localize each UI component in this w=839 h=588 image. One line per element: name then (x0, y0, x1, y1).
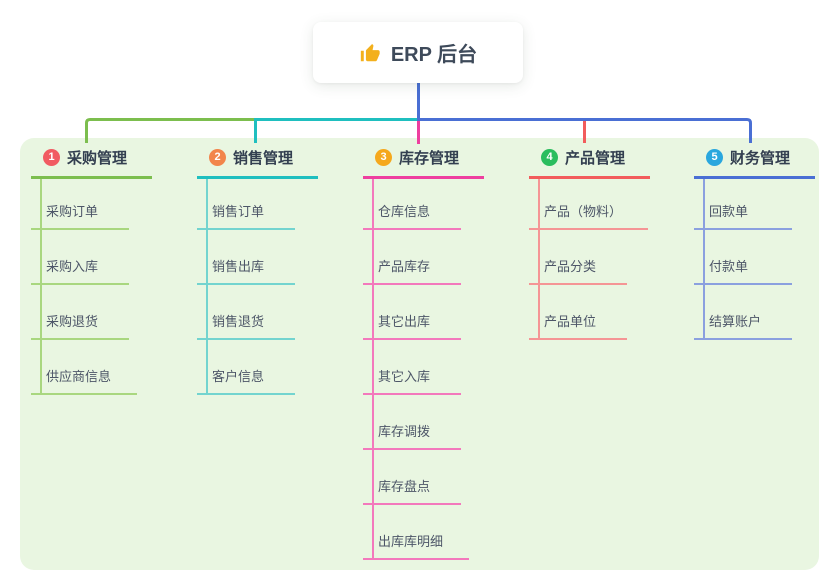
branch-title-label: 库存管理 (399, 150, 460, 167)
branch-title-node[interactable]: 4 产品管理 (529, 147, 650, 179)
branch-purchase: 1 采购管理 采购订单采购入库采购退货供应商信息 (31, 147, 152, 395)
child-row: 供应商信息 (31, 340, 152, 395)
child-node[interactable]: 采购入库 (31, 256, 129, 285)
child-row: 产品库存 (363, 230, 484, 285)
branch-number-badge: 2 (209, 149, 226, 166)
child-node[interactable]: 产品分类 (529, 256, 627, 285)
child-row: 结算账户 (694, 285, 815, 340)
child-row: 采购入库 (31, 230, 152, 285)
branch-children: 采购订单采购入库采购退货供应商信息 (31, 179, 152, 395)
child-row: 回款单 (694, 179, 815, 230)
branch-children: 销售订单销售出库销售退货客户信息 (197, 179, 318, 395)
branch-finance: 5 财务管理 回款单付款单结算账户 (694, 147, 815, 340)
branch-panel (20, 138, 819, 570)
branch-number-badge: 5 (706, 149, 723, 166)
child-node[interactable]: 销售退货 (197, 311, 295, 340)
child-node[interactable]: 付款单 (694, 256, 792, 285)
child-node[interactable]: 回款单 (694, 201, 792, 230)
child-node[interactable]: 供应商信息 (31, 366, 138, 395)
child-node[interactable]: 其它入库 (363, 366, 461, 395)
child-row: 采购退货 (31, 285, 152, 340)
branch-inventory: 3 库存管理 仓库信息产品库存其它出库其它入库库存调拨库存盘点出库库明细 (363, 147, 484, 560)
child-row: 产品分类 (529, 230, 650, 285)
child-row: 其它入库 (363, 340, 484, 395)
thumbs-up-icon (359, 42, 381, 64)
child-node[interactable]: 采购订单 (31, 201, 129, 230)
branch-connector-line (538, 179, 540, 340)
child-node[interactable]: 库存盘点 (363, 476, 461, 505)
branch-connector-line (206, 179, 208, 395)
branch-product: 4 产品管理 产品（物料） 产品分类产品单位 (529, 147, 650, 340)
branch-connector-line (40, 179, 42, 395)
child-row: 库存盘点 (363, 450, 484, 505)
child-row: 销售退货 (197, 285, 318, 340)
branch-connector-line (372, 179, 374, 560)
child-node[interactable]: 销售订单 (197, 201, 295, 230)
child-row: 销售订单 (197, 179, 318, 230)
branch-title-label: 采购管理 (67, 150, 128, 167)
child-row: 库存调拨 (363, 395, 484, 450)
child-row: 采购订单 (31, 179, 152, 230)
child-row: 客户信息 (197, 340, 318, 395)
child-node[interactable]: 客户信息 (197, 366, 295, 395)
branch-children: 产品（物料） 产品分类产品单位 (529, 179, 650, 340)
branch-title-node[interactable]: 1 采购管理 (31, 147, 152, 179)
branch-title-node[interactable]: 3 库存管理 (363, 147, 484, 179)
child-node[interactable]: 产品库存 (363, 256, 461, 285)
child-node[interactable]: 产品单位 (529, 311, 627, 340)
branch-number-badge: 1 (43, 149, 60, 166)
branch-connector-line (703, 179, 705, 340)
child-row: 销售出库 (197, 230, 318, 285)
child-row: 产品单位 (529, 285, 650, 340)
child-node[interactable]: 其它出库 (363, 311, 461, 340)
branch-children: 仓库信息产品库存其它出库其它入库库存调拨库存盘点出库库明细 (363, 179, 484, 560)
branch-number-badge: 4 (541, 149, 558, 166)
branch-title-label: 销售管理 (233, 150, 294, 167)
child-row: 出库库明细 (363, 505, 484, 560)
child-node[interactable]: 出库库明细 (363, 531, 470, 560)
connector-branch-5 (417, 82, 752, 143)
root-node-label: ERP 后台 (390, 44, 478, 66)
child-node[interactable]: 销售出库 (197, 256, 295, 285)
branch-children: 回款单付款单结算账户 (694, 179, 815, 340)
child-node[interactable]: 采购退货 (31, 311, 129, 340)
branch-title-label: 产品管理 (565, 150, 626, 167)
branch-sales: 2 销售管理 销售订单销售出库销售退货客户信息 (197, 147, 318, 395)
child-row: 产品（物料） (529, 179, 650, 230)
child-row: 其它出库 (363, 285, 484, 340)
child-node[interactable]: 库存调拨 (363, 421, 461, 450)
child-row: 付款单 (694, 230, 815, 285)
branch-title-node[interactable]: 2 销售管理 (197, 147, 318, 179)
child-row: 仓库信息 (363, 179, 484, 230)
root-node-erp[interactable]: ERP 后台 (313, 22, 523, 83)
child-node[interactable]: 产品（物料） (529, 201, 649, 230)
branch-title-label: 财务管理 (730, 150, 791, 167)
branch-number-badge: 3 (375, 149, 392, 166)
child-node[interactable]: 结算账户 (694, 311, 792, 340)
branch-title-node[interactable]: 5 财务管理 (694, 147, 815, 179)
child-node[interactable]: 仓库信息 (363, 201, 461, 230)
